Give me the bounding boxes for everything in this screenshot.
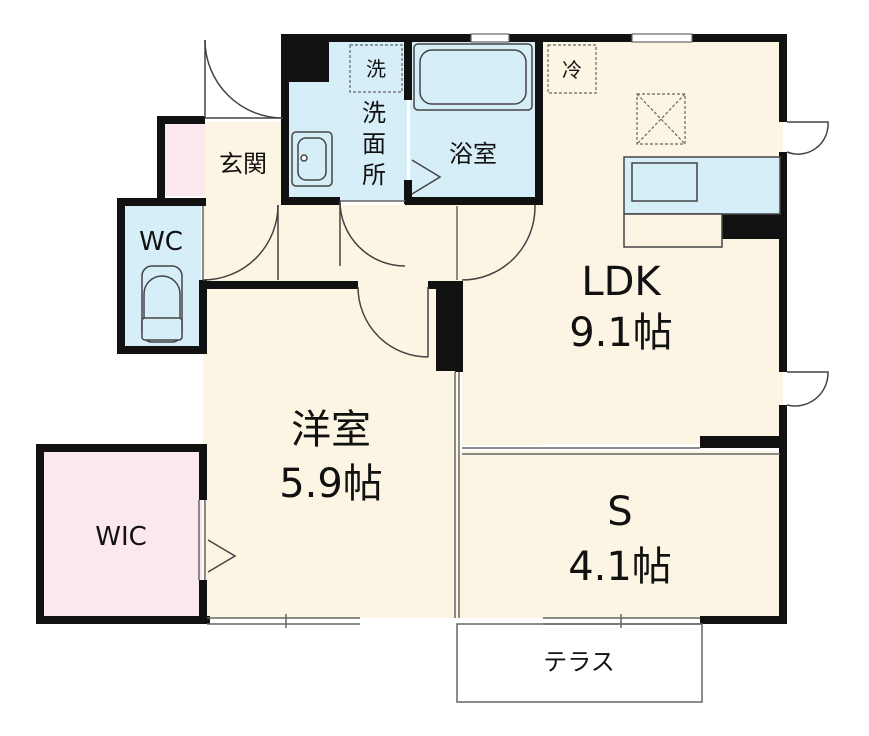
thin-lines xyxy=(198,200,780,703)
floor-fills xyxy=(42,40,783,618)
range-hood-icon xyxy=(636,93,686,145)
entrance-floor xyxy=(203,122,285,206)
sink-icon xyxy=(291,131,333,187)
door-swing-icon xyxy=(202,39,829,407)
labels: LDK 9.1帖 洋室 5.9帖 S 4.1帖 WIC WC 玄関 洗 面 所 … xyxy=(95,57,673,676)
wic-name: WIC xyxy=(95,522,147,552)
western-room-name: 洋室 xyxy=(291,407,371,453)
washroom-name-3: 所 xyxy=(362,161,386,189)
hallway-floor xyxy=(203,205,463,285)
fridge-box xyxy=(547,44,597,94)
windows-top xyxy=(470,33,693,43)
washroom-name-2: 面 xyxy=(362,130,386,158)
entrance-name: 玄関 xyxy=(219,150,267,178)
washer-label: 洗 xyxy=(366,57,386,81)
washroom-name-1: 洗 xyxy=(362,99,386,127)
wc-name: WC xyxy=(139,227,183,257)
terrace-name: テラス xyxy=(543,648,615,676)
western-room-floor xyxy=(203,285,457,618)
entrance-step-area xyxy=(163,122,205,196)
wic-floor xyxy=(42,450,202,618)
appliance-boxes xyxy=(349,44,597,94)
bathtub-icon xyxy=(413,43,533,111)
s-room-size: 4.1帖 xyxy=(568,544,672,590)
kitchen-counter-icon xyxy=(623,156,781,248)
walls xyxy=(36,34,787,624)
closet-mark-icon xyxy=(207,159,442,573)
ldk-name: LDK xyxy=(581,259,662,305)
toilet-icon xyxy=(141,265,183,343)
s-room-name: S xyxy=(607,489,632,535)
ldk-size: 9.1帖 xyxy=(569,310,673,356)
bathroom-name: 浴室 xyxy=(449,140,497,168)
s-room-floor xyxy=(457,451,783,618)
ldk-floor-left xyxy=(462,205,542,445)
western-room-size: 5.9帖 xyxy=(279,461,383,507)
fridge-label: 冷 xyxy=(562,58,582,82)
washer-box xyxy=(349,44,403,93)
